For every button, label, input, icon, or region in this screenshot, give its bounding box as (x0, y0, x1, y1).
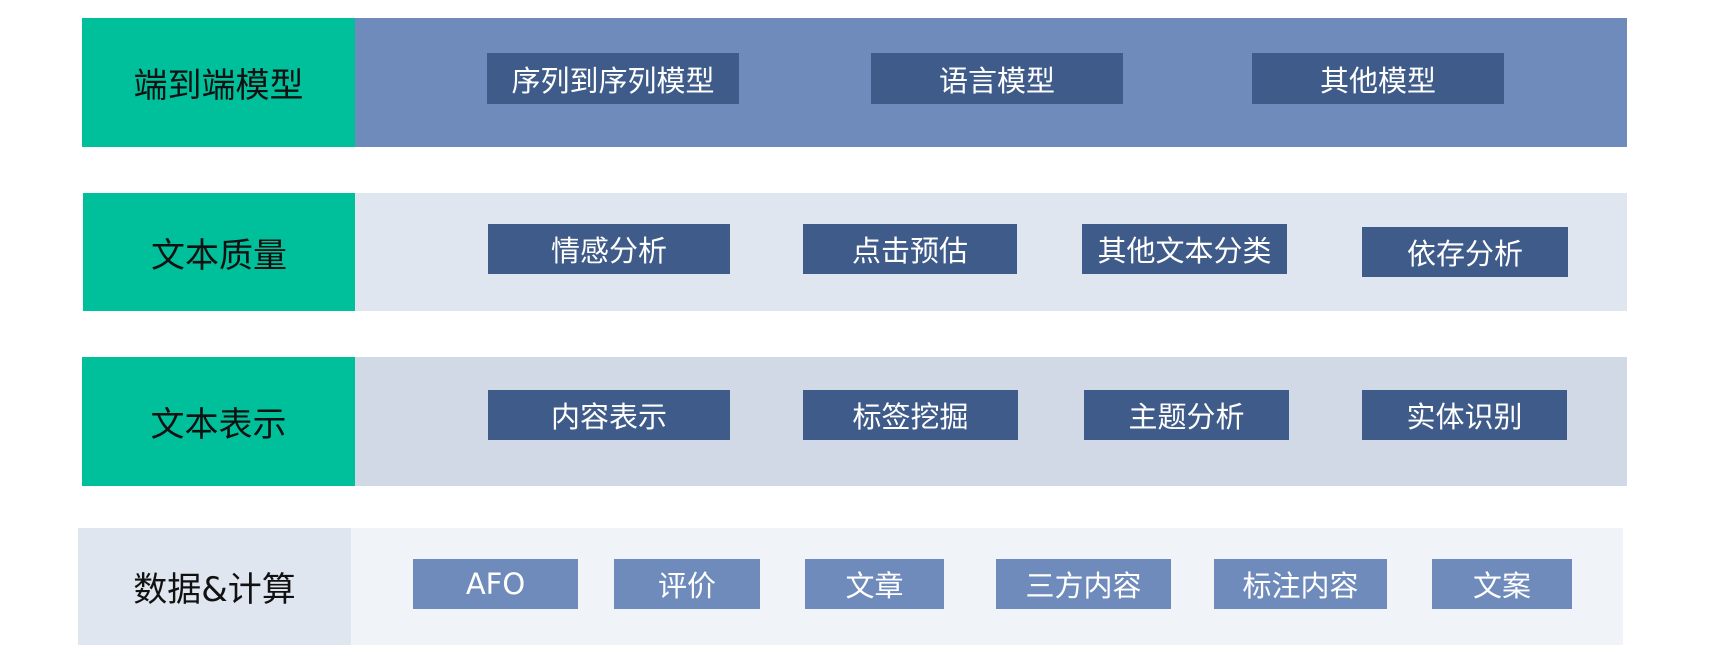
layer-label-text-quality: 文本质量 (83, 193, 355, 311)
layer-body-end-to-end-models: 序列到序列模型 语言模型 其他模型 (355, 18, 1627, 147)
chip-click-prediction: 点击预估 (803, 224, 1017, 274)
chip-entity-recognition: 实体识别 (1362, 390, 1567, 440)
layer-text-quality: 文本质量 情感分析 点击预估 其他文本分类 依存分析 (83, 193, 1627, 311)
chip-other-text-classification: 其他文本分类 (1082, 224, 1287, 274)
chip-language-model: 语言模型 (871, 53, 1123, 104)
layer-body-data-and-compute: AFO 评价 文章 三方内容 标注内容 文案 (351, 528, 1623, 645)
chip-topic-analysis: 主题分析 (1084, 390, 1289, 440)
chip-sentiment-analysis: 情感分析 (488, 224, 730, 274)
chip-content-representation: 内容表示 (488, 390, 730, 440)
chip-afo: AFO (413, 559, 578, 609)
layer-data-and-compute: 数据&计算 AFO 评价 文章 三方内容 标注内容 文案 (78, 528, 1623, 645)
chip-copywriting: 文案 (1432, 559, 1572, 609)
layer-end-to-end-models: 端到端模型 序列到序列模型 语言模型 其他模型 (82, 18, 1627, 147)
chip-annotated-content: 标注内容 (1214, 559, 1387, 609)
layer-text-representation: 文本表示 内容表示 标签挖掘 主题分析 实体识别 (82, 357, 1627, 486)
chip-articles: 文章 (805, 559, 944, 609)
chip-other-models: 其他模型 (1252, 53, 1504, 104)
layer-body-text-representation: 内容表示 标签挖掘 主题分析 实体识别 (355, 357, 1627, 486)
chip-reviews: 评价 (614, 559, 760, 609)
layer-label-end-to-end-models: 端到端模型 (82, 18, 355, 147)
layer-label-text-representation: 文本表示 (82, 357, 355, 486)
chip-seq2seq-model: 序列到序列模型 (487, 53, 739, 104)
layer-label-data-and-compute: 数据&计算 (78, 528, 351, 645)
chip-tag-mining: 标签挖掘 (803, 390, 1018, 440)
chip-dependency-parsing: 依存分析 (1362, 227, 1568, 277)
layer-body-text-quality: 情感分析 点击预估 其他文本分类 依存分析 (355, 193, 1627, 311)
chip-third-party-content: 三方内容 (996, 559, 1171, 609)
